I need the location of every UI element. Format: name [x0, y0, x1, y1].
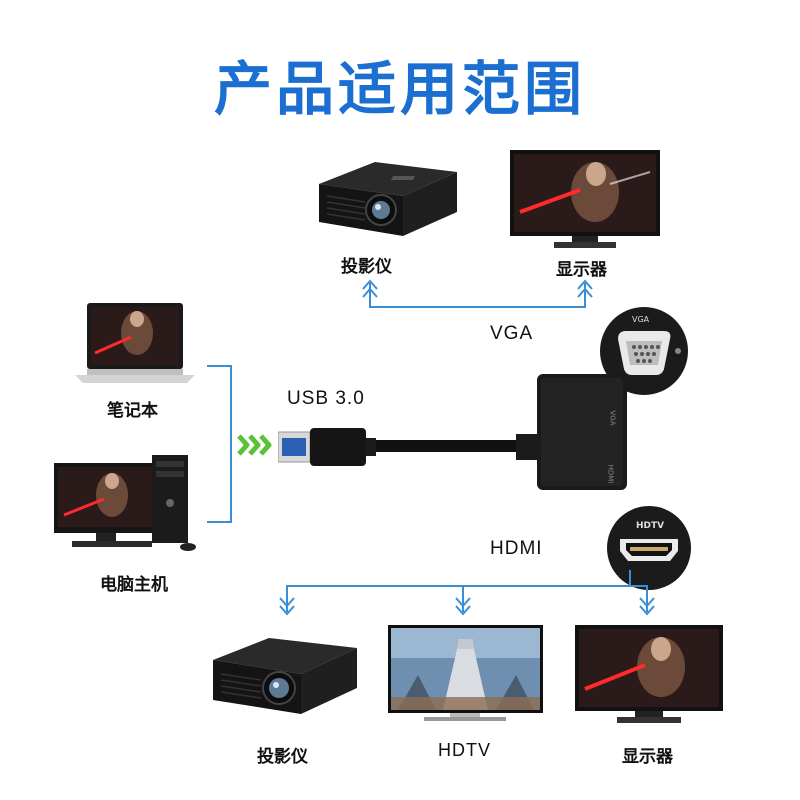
projector-bottom-label: 投影仪: [257, 747, 308, 767]
desktop-label: 电脑主机: [100, 575, 168, 595]
projector-bottom-image: [205, 628, 365, 718]
desktop-image: [52, 455, 202, 555]
vga-port-closeup: VGA: [598, 305, 690, 397]
usb-cable-image: [278, 420, 543, 480]
monitor-top-image: [510, 150, 660, 250]
hdtv-port-label: HDTV: [636, 521, 665, 531]
adapter-body: VGA HDMI: [537, 374, 627, 490]
laptop-image: [75, 303, 195, 385]
vga-tag: VGA: [490, 323, 534, 344]
hdmi-tag: HDMI: [490, 538, 543, 559]
vga-connector-lines: [355, 275, 605, 315]
monitor-top-label: 显示器: [556, 260, 607, 280]
usb-tag: USB 3.0: [287, 388, 365, 409]
hdmi-connector-lines: [275, 570, 660, 618]
monitor-bottom-label: 显示器: [622, 747, 673, 767]
hdtv-bottom-image: [388, 625, 543, 725]
hdtv-bottom-label: HDTV: [438, 740, 491, 760]
adapter-vga-label: VGA: [608, 410, 617, 426]
projector-top-image: [305, 152, 465, 242]
source-bracket-line: [205, 360, 235, 530]
projector-top-label: 投影仪: [341, 257, 392, 277]
laptop-label: 笔记本: [107, 401, 158, 421]
adapter-hdmi-label: HDMI: [606, 464, 615, 484]
vga-port-label: VGA: [632, 315, 650, 324]
monitor-bottom-image: [575, 625, 723, 725]
page-title: 产品适用范围: [213, 55, 586, 123]
usb-direction-arrows: [235, 432, 275, 458]
hdmi-port-closeup: HDTV: [606, 505, 692, 591]
